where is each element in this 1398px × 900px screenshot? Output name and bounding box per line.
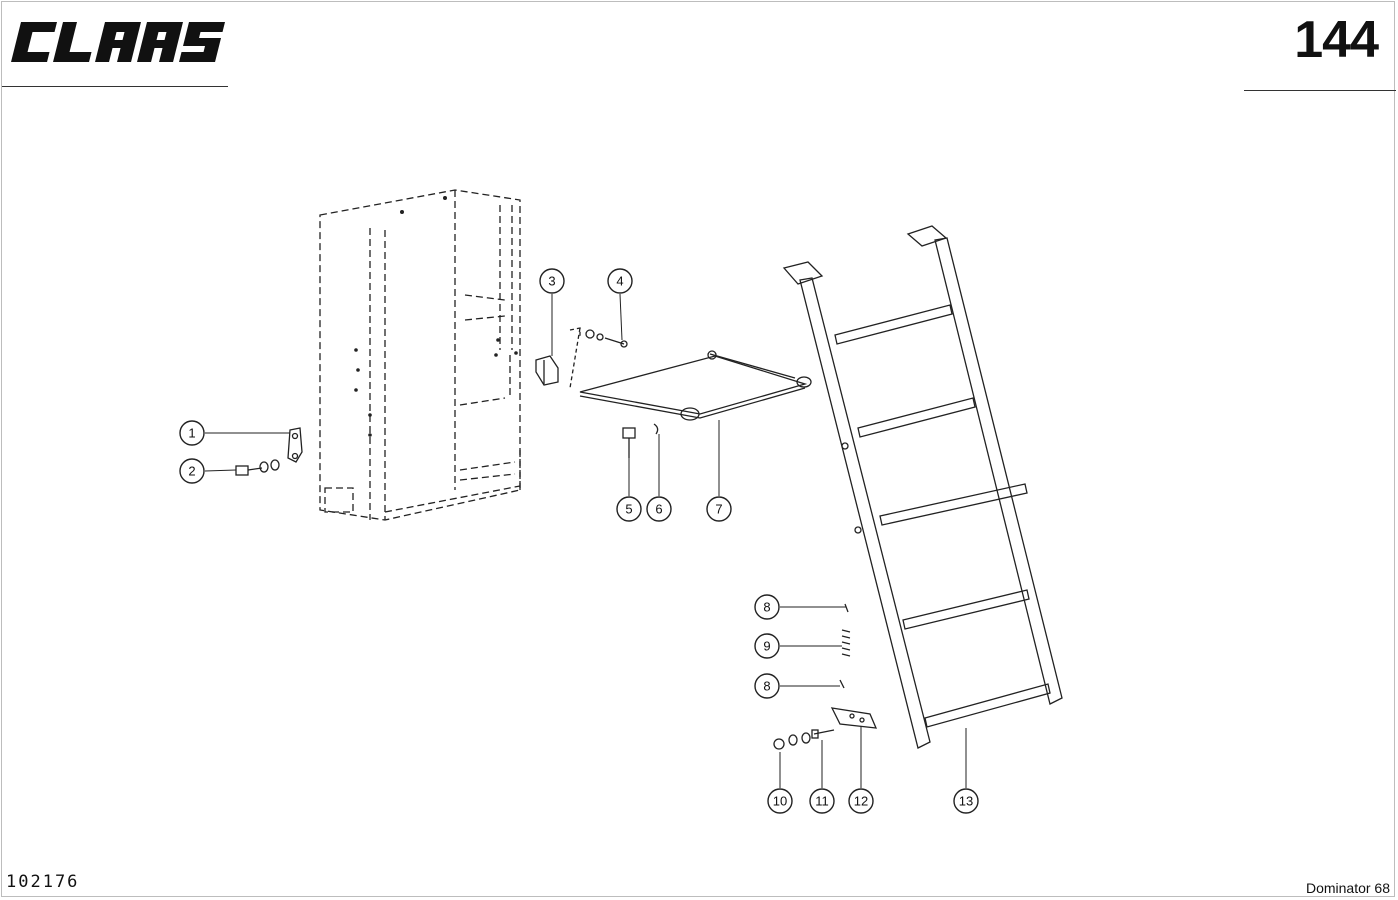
callout-label: 1 bbox=[188, 426, 195, 441]
claas-logo bbox=[8, 18, 230, 66]
washer-part-6 bbox=[653, 423, 659, 435]
callout-label: 5 bbox=[625, 502, 632, 517]
callout-12: 12 bbox=[848, 788, 874, 814]
callout-9: 9 bbox=[754, 633, 780, 659]
callout-label: 12 bbox=[854, 794, 868, 809]
pin-part-8-top bbox=[844, 603, 849, 613]
callout-label: 4 bbox=[616, 274, 623, 289]
callout-5: 5 bbox=[616, 496, 642, 522]
callout-label: 2 bbox=[188, 464, 195, 479]
bolt-and-washers bbox=[235, 459, 280, 476]
claas-logo-graphic bbox=[11, 22, 226, 62]
nut-part-10 bbox=[773, 732, 811, 750]
callout-11: 11 bbox=[809, 788, 835, 814]
callout-label: 6 bbox=[655, 502, 662, 517]
callout-label: 7 bbox=[715, 502, 722, 517]
bolt-part-5 bbox=[622, 427, 636, 458]
frame-panel bbox=[319, 189, 521, 521]
callout-8-top: 8 bbox=[754, 594, 780, 620]
callout-3: 3 bbox=[539, 268, 565, 294]
callout-7: 7 bbox=[706, 496, 732, 522]
callout-6: 6 bbox=[646, 496, 672, 522]
pin-part-11 bbox=[811, 729, 835, 739]
bracket-part bbox=[287, 427, 303, 463]
header-rule-right bbox=[1244, 90, 1396, 91]
header-rule-left bbox=[2, 86, 228, 87]
callout-label: 8 bbox=[763, 600, 770, 615]
callout-13: 13 bbox=[953, 788, 979, 814]
model-name: Dominator 68 bbox=[1305, 880, 1390, 896]
clip-part bbox=[535, 355, 559, 386]
callout-4: 4 bbox=[607, 268, 633, 294]
ladder bbox=[782, 225, 1063, 749]
leader-lines bbox=[204, 293, 967, 788]
callout-label: 13 bbox=[959, 794, 973, 809]
step-platform bbox=[579, 350, 812, 421]
callout-10: 10 bbox=[767, 788, 793, 814]
callout-8-bottom: 8 bbox=[754, 673, 780, 699]
pin-part-8-bottom bbox=[839, 679, 845, 689]
screw-and-washers bbox=[569, 327, 628, 389]
ladder-rungs bbox=[834, 304, 1051, 728]
callout-label: 8 bbox=[763, 679, 770, 694]
callout-label: 11 bbox=[815, 794, 829, 809]
frame-holes bbox=[354, 196, 518, 437]
spring-part-9 bbox=[841, 629, 851, 657]
page-number: 144 bbox=[1294, 11, 1379, 69]
hinge-block-part-12 bbox=[830, 707, 878, 729]
callout-label: 9 bbox=[763, 639, 770, 654]
callout-label: 3 bbox=[548, 274, 555, 289]
document-number: 102176 bbox=[6, 872, 80, 892]
callout-2: 2 bbox=[179, 458, 205, 484]
callout-1: 1 bbox=[179, 420, 205, 446]
callout-label: 10 bbox=[773, 794, 787, 809]
